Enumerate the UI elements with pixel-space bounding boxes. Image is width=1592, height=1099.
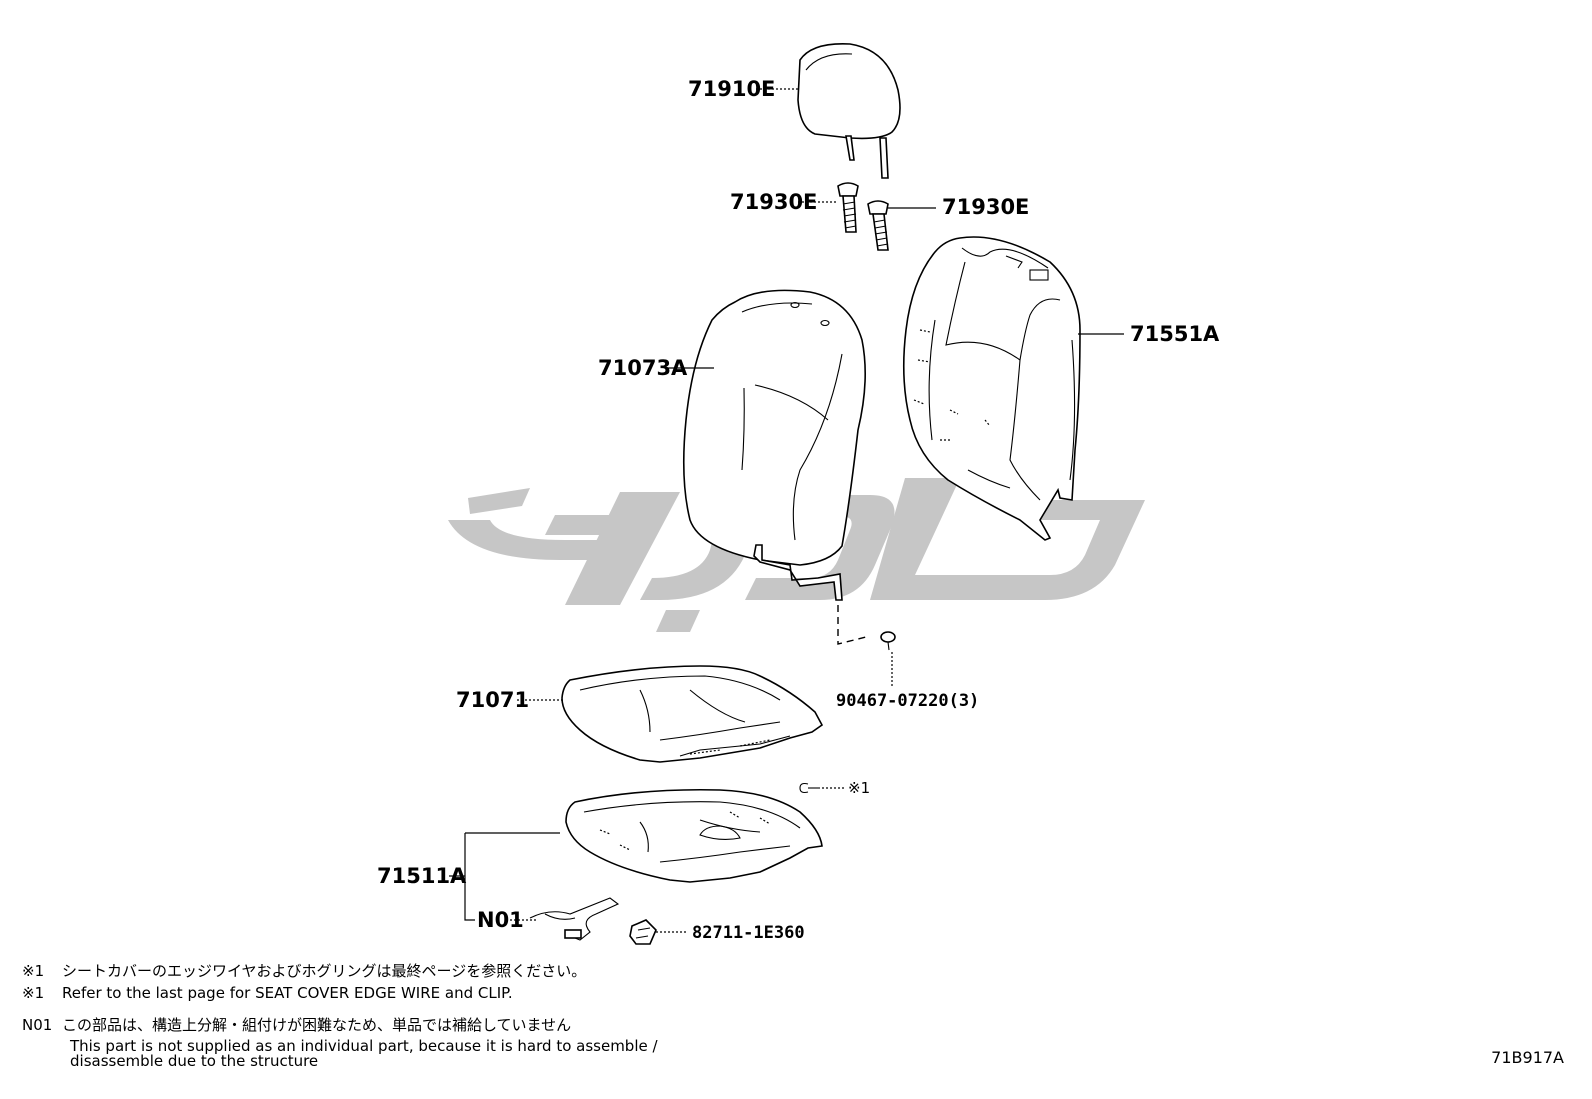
note-edge-wire-ja: ※1 シートカバーのエッジワイヤおよびホグリングは最終ページを参照ください。 xyxy=(22,962,782,981)
note-key: ※1 xyxy=(22,962,45,980)
clip-label: 90467-07220(3) xyxy=(836,691,979,711)
guide-left-label: 71930E xyxy=(730,190,817,214)
seatback-pad-part[interactable] xyxy=(902,236,1081,541)
harness-part[interactable] xyxy=(529,897,620,941)
seatback-pad-label: 71551A xyxy=(1130,322,1220,346)
cushion-pad-label: 71511A xyxy=(377,864,467,888)
cushion-cover-label: 71071 xyxy=(456,688,529,712)
note-n01-en-line2: disassemble due to the structure xyxy=(70,1052,319,1070)
notes-section: ※1 シートカバーのエッジワイヤおよびホグリングは最終ページを参照ください。 ※… xyxy=(22,962,782,1069)
note-key: N01 xyxy=(22,1016,53,1034)
guide-right-label: 71930E xyxy=(942,195,1029,219)
connector-label: 82711-1E360 xyxy=(692,923,805,943)
edge-wire-ref-label: ※1 xyxy=(848,779,870,797)
edge-wire-symbol xyxy=(799,782,844,794)
note-text: シートカバーのエッジワイヤおよびホグリングは最終ページを参照ください。 xyxy=(62,962,587,980)
diagram-code: 71B917A xyxy=(1491,1048,1564,1067)
note-n01-en-line1: This part is not supplied as an individu… xyxy=(70,1037,658,1055)
clip-part[interactable] xyxy=(880,631,896,651)
note-text: この部品は、構造上分解・組付けが困難なため、単品では補給していません xyxy=(62,1016,572,1034)
seatback-cover-label: 71073A xyxy=(598,356,688,380)
cushion-pad-part[interactable] xyxy=(565,788,823,883)
seatback-cover-part[interactable] xyxy=(682,289,866,601)
headrest-part[interactable] xyxy=(797,43,901,179)
note-key: ※1 xyxy=(22,984,45,1002)
note-edge-wire-en: ※1 Refer to the last page for SEAT COVER… xyxy=(22,984,782,1003)
headrest-guide-left[interactable] xyxy=(837,182,859,233)
note-text: Refer to the last page for SEAT COVER ED… xyxy=(62,984,513,1002)
note-n01-ja: N01 この部品は、構造上分解・組付けが困難なため、単品では補給していません xyxy=(22,1016,782,1035)
connector-part[interactable] xyxy=(629,919,657,945)
cushion-cover-part[interactable] xyxy=(561,665,824,763)
headrest-label: 71910E xyxy=(688,77,775,101)
headrest-guide-right[interactable] xyxy=(867,200,889,251)
harness-label: N01 xyxy=(477,908,524,932)
